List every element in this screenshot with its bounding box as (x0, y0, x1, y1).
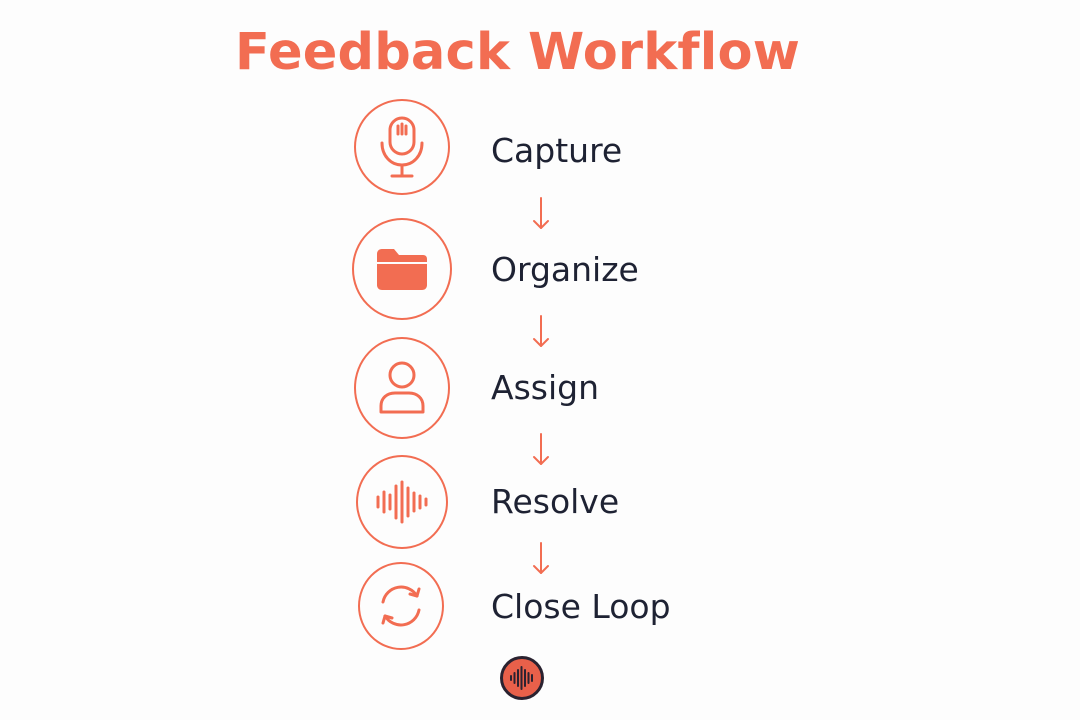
arrow-down-icon (533, 315, 549, 347)
step-organize-circle (352, 218, 452, 320)
diagram-title: Feedback Workflow (234, 23, 801, 82)
brand-logo (500, 656, 544, 700)
refresh-cycle-icon (381, 585, 421, 627)
arrow-down-icon (533, 542, 549, 574)
microphone-icon (380, 116, 424, 178)
folder-icon (377, 249, 427, 290)
step-resolve-circle (356, 455, 448, 549)
step-assign-circle (354, 337, 450, 439)
user-icon (379, 361, 425, 414)
arrow-down-icon (533, 197, 549, 229)
step-close-loop-circle (358, 562, 444, 650)
step-label-capture: Capture (491, 131, 623, 170)
step-capture-circle (354, 99, 450, 195)
step-label-resolve: Resolve (491, 482, 620, 521)
step-label-close-loop: Close Loop (491, 587, 671, 626)
sound-wave-logo-icon (500, 656, 544, 700)
step-label-assign: Assign (491, 368, 599, 407)
arrow-down-icon (533, 433, 549, 465)
sound-wave-icon (376, 480, 428, 524)
step-label-organize: Organize (491, 250, 639, 289)
